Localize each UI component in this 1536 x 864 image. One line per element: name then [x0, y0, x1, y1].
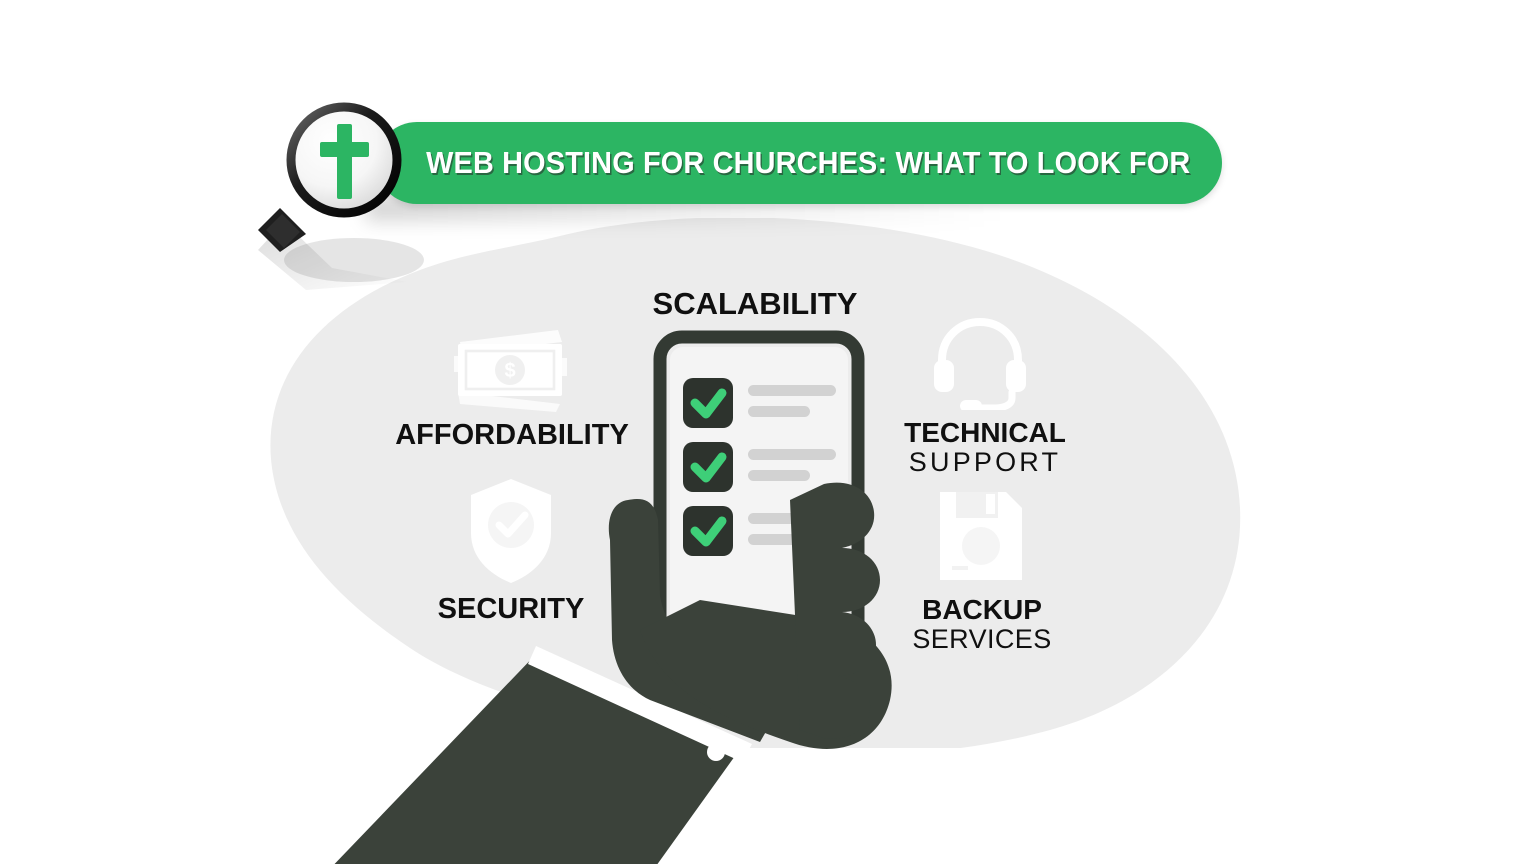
page-title: WEB HOSTING FOR CHURCHES: WHAT TO LOOK F… [426, 145, 1191, 180]
feature-label-line2: SERVICES [912, 623, 1052, 654]
feature-label-line1: SCALABILITY [652, 286, 858, 321]
feature-label-line1: TECHNICAL [904, 417, 1066, 448]
feature-label-line2: SUPPORT [908, 446, 1062, 477]
magnifying-glass-with-cross-icon [258, 102, 424, 290]
banner-bar [376, 122, 1222, 204]
feature-label-affordability: AFFORDABILITY [372, 420, 652, 451]
feature-label-security: SECURITY [400, 594, 622, 625]
shield-check-icon [471, 479, 551, 583]
feature-label-line1: BACKUP [922, 594, 1042, 625]
feature-label-scalability: SCALABILITY [620, 286, 890, 321]
money-banknote-icon: $ [454, 330, 567, 412]
floppy-disk-save-icon [940, 492, 1022, 580]
headset-icon [934, 318, 1026, 410]
feature-label-line1: SECURITY [437, 593, 585, 625]
svg-text:$: $ [504, 360, 515, 382]
feature-label-line1: AFFORDABILITY [395, 419, 629, 451]
feature-label-backup-services: BACKUP SERVICES [862, 595, 1102, 653]
feature-label-technical-support: TECHNICAL SUPPORT [860, 418, 1110, 476]
header-banner: WEB HOSTING FOR CHURCHES: WHAT TO LOOK F… [236, 100, 1236, 290]
